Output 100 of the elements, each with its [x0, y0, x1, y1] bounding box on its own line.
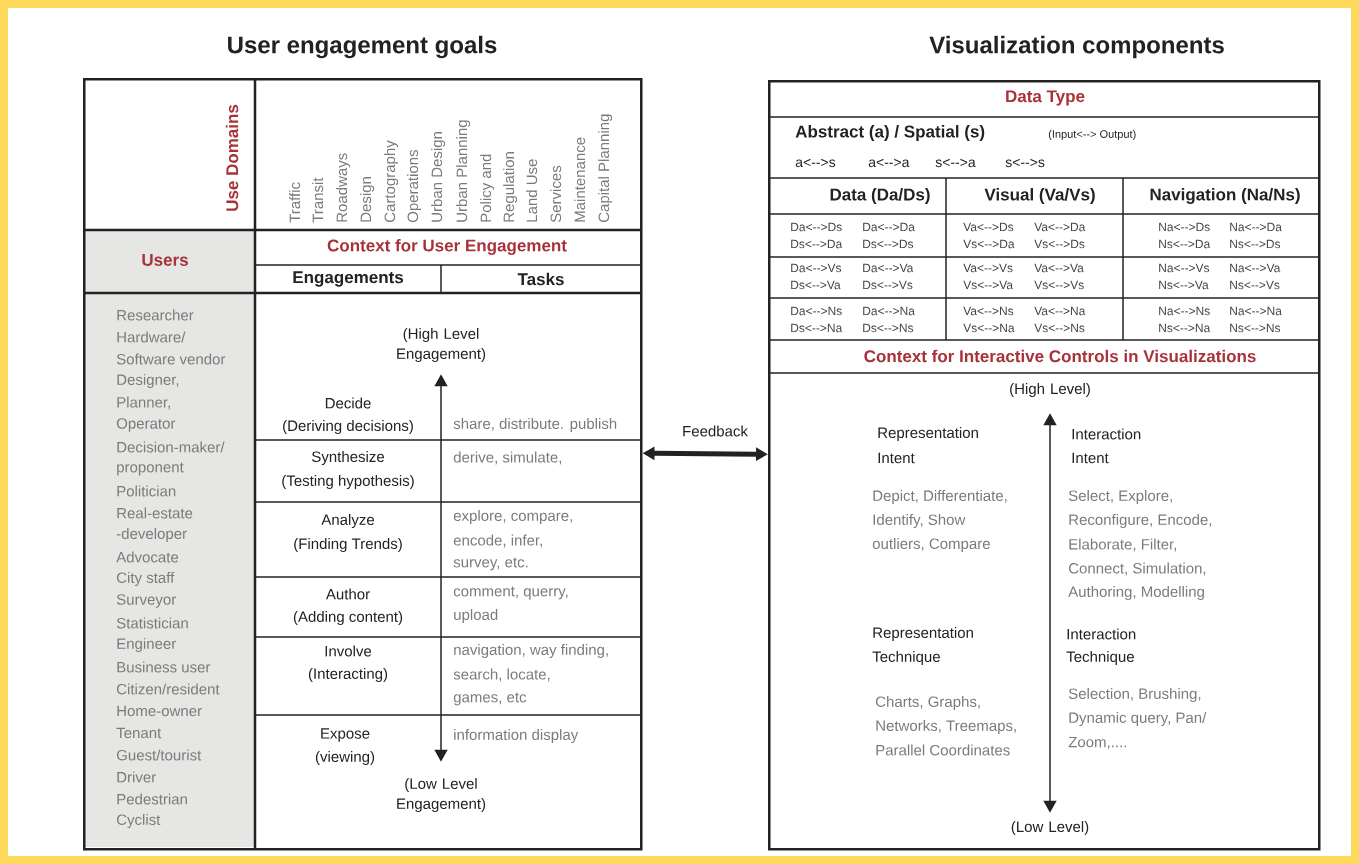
- user-label: City staff: [117, 572, 175, 586]
- cell-text: Ds<-->Vs: [863, 280, 913, 290]
- user-label: Politician: [117, 485, 176, 497]
- cell-text: Da<-->Da: [863, 222, 915, 232]
- category-heading: Technique: [872, 651, 940, 665]
- list-item: information display: [454, 729, 579, 743]
- list-item: derive, simulate,: [453, 451, 562, 465]
- cell-text: Vs<-->Da: [963, 239, 1015, 249]
- column-heading: Tasks: [517, 272, 564, 286]
- list-item: upload: [454, 609, 498, 623]
- domain-label: Land Use: [526, 159, 538, 222]
- domain-label: Roadways: [336, 153, 351, 222]
- category-heading: Interaction: [1067, 628, 1136, 640]
- cell-text: Na<-->Na: [1230, 306, 1282, 316]
- list-item: outliers, Compare: [872, 538, 990, 552]
- engagement-label: Analyze: [321, 514, 374, 528]
- cell-text: Da<-->Vs: [791, 263, 842, 273]
- note-text: (Input<--> Output): [1048, 129, 1136, 141]
- cell-text: Na<-->Va: [1230, 263, 1281, 273]
- domain-label: Urban Design: [431, 132, 446, 222]
- cell-text: Ns<-->Va: [1159, 280, 1209, 290]
- cell-text: Ds<-->Ns: [863, 323, 914, 333]
- category-heading: Representation: [873, 627, 973, 641]
- column-heading: Visual (Va/Vs): [984, 188, 1095, 204]
- cell-text: Va<-->Va: [1034, 263, 1084, 273]
- list-item: explore, compare,: [453, 510, 572, 524]
- cell-text: Va<-->Da: [1034, 222, 1086, 232]
- cell-text: Na<-->Ns: [1159, 306, 1210, 316]
- data-type-pair: a<-->a: [868, 158, 910, 168]
- column-heading: Navigation (Na/Ns): [1150, 188, 1300, 204]
- cell-text: Vs<-->Vs: [1034, 280, 1084, 290]
- list-item: games, etc: [453, 692, 527, 706]
- user-label: Business user: [117, 661, 211, 673]
- user-label: Decision-maker/: [117, 441, 225, 453]
- list-item: Connect, Simulation,: [1069, 562, 1206, 576]
- list-item: Select, Explore,: [1068, 490, 1172, 504]
- cell-text: Vs<-->Va: [963, 280, 1013, 290]
- category-heading: Interaction: [1072, 428, 1141, 440]
- list-item: Depict, Differentiate,: [873, 490, 1007, 504]
- list-item: Reconfigure, Encode,: [1069, 514, 1212, 528]
- user-label: Advocate: [116, 551, 179, 563]
- list-item: share, distribute. publish: [453, 418, 617, 432]
- list-item: Authoring, Modelling: [1068, 586, 1204, 600]
- user-label: Driver: [117, 771, 156, 783]
- domain-label: Operations: [407, 150, 422, 223]
- cell-text: Ns<-->Da: [1159, 239, 1211, 249]
- user-label: Tenant: [116, 727, 162, 739]
- list-item: Parallel Coordinates: [876, 744, 1010, 756]
- cell-text: Vs<-->Ds: [1034, 239, 1085, 249]
- list-item: Elaborate, Filter,: [1069, 538, 1177, 552]
- user-label: Cyclist: [117, 814, 161, 828]
- node-label: User engagement goals: [228, 35, 497, 59]
- engagement-label: (Finding Trends): [294, 538, 402, 552]
- user-label: Statistician: [116, 617, 188, 629]
- engagement-label: Involve: [325, 645, 372, 657]
- cell-text: Ns<-->Ns: [1230, 323, 1281, 333]
- edge-label: Feedback: [681, 424, 749, 438]
- user-label: Software vendor: [116, 353, 226, 365]
- user-label: Engineer: [117, 638, 176, 652]
- domain-label: Policy and: [480, 154, 495, 222]
- cell-text: Na<-->Vs: [1159, 263, 1210, 273]
- engagement-label: (viewing): [315, 751, 375, 765]
- user-label: -developer: [116, 528, 187, 542]
- domain-label: Transit: [312, 177, 324, 223]
- user-label: proponent: [117, 462, 184, 476]
- domain-label: Regulation: [503, 152, 518, 222]
- domain-label: Traffic: [289, 182, 301, 223]
- engagement-label: (Deriving decisions): [283, 420, 413, 434]
- cell-text: Na<-->Ds: [1159, 222, 1210, 232]
- cell-text: Va<-->Na: [1034, 306, 1086, 316]
- column-heading: Data (Da/Ds): [830, 188, 930, 204]
- cell-text: Ds<-->Na: [791, 323, 843, 333]
- cell-text: Va<-->Ds: [963, 222, 1014, 232]
- category-heading: Intent: [878, 452, 915, 464]
- engagement-label: Decide: [325, 397, 371, 409]
- cell-text: Ds<-->Da: [791, 239, 843, 249]
- category-heading: Intent: [1072, 452, 1109, 464]
- cell-text: Da<-->Na: [863, 306, 915, 316]
- list-item: Zoom,....: [1068, 736, 1126, 750]
- user-label: Researcher: [117, 309, 194, 321]
- section-heading: Context for Interactive Controls in Visualizations: [864, 349, 1256, 363]
- cell-text: Ns<-->Vs: [1230, 280, 1280, 290]
- engagement-label: Synthesize: [312, 451, 384, 465]
- engagement-label: (Interacting): [308, 668, 388, 682]
- column-heading: Abstract (a) / Spatial (s): [795, 125, 985, 141]
- list-item: Charts, Graphs,: [876, 696, 980, 710]
- engagement-label: Expose: [321, 728, 370, 742]
- list-item: encode, infer,: [453, 534, 542, 548]
- level-label: (High Level): [1010, 383, 1090, 397]
- user-label: Pedestrian: [117, 793, 187, 805]
- section-heading: Data Type: [1006, 90, 1085, 106]
- engagement-label: Author: [325, 588, 370, 600]
- cell-text: Ns<-->Na: [1159, 323, 1211, 333]
- user-label: Home-owner: [117, 705, 202, 717]
- cell-text: Ds<-->Ds: [863, 239, 914, 249]
- node-label: Visualization components: [929, 35, 1224, 59]
- level-label: (High Level Engagement): [397, 328, 486, 362]
- domain-label: Maintenance: [574, 137, 586, 222]
- user-label: Operator: [116, 418, 176, 432]
- data-type-pair: a<-->s: [795, 158, 836, 168]
